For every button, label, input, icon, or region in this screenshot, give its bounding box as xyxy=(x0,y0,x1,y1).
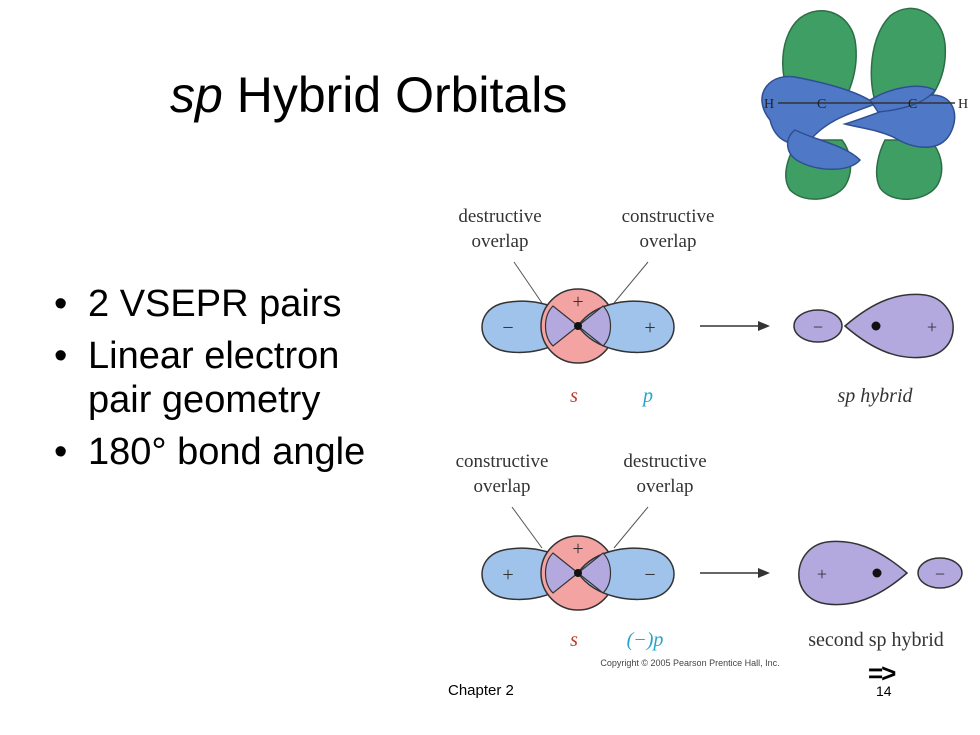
bullet-list: 2 VSEPR pairs Linear electron pair geome… xyxy=(52,282,392,482)
top-p-label: p xyxy=(641,385,653,407)
bottom-result-label: second sp hybrid xyxy=(808,629,944,651)
top-p-left-minus: − xyxy=(502,317,513,339)
bottom-overlap-left xyxy=(544,552,579,594)
bullet-item: 180° bond angle xyxy=(52,430,392,474)
bottom-label-left-line2: overlap xyxy=(474,476,531,497)
footer-next-arrow[interactable]: => xyxy=(868,658,896,688)
bottom-s-label: s xyxy=(570,629,578,651)
top-label-left-line1: destructive xyxy=(458,206,541,227)
green-lobe-bottom-right xyxy=(875,139,943,201)
bottom-arrow-head xyxy=(758,568,770,578)
bottom-label-left-line1: constructive xyxy=(456,451,549,472)
top-s-label: s xyxy=(570,385,578,407)
slide-title: sp Hybrid Orbitals xyxy=(170,66,567,124)
bottom-hybrid-nucleus xyxy=(872,568,882,578)
top-overlap-left xyxy=(544,305,579,347)
top-label-right-line2: overlap xyxy=(640,231,697,252)
bottom-p-label: (−)p xyxy=(627,629,664,651)
top-hybrid-large-lobe xyxy=(843,293,954,359)
top-p-right-plus: + xyxy=(644,317,655,339)
bottom-label-right-line1: destructive xyxy=(623,451,706,472)
top-hybrid-small-minus: − xyxy=(813,317,823,337)
molecule-left-h: H xyxy=(764,97,774,112)
molecule-left-c: C xyxy=(817,97,826,112)
bottom-pointer-left xyxy=(511,506,543,549)
top-label-left-line2: overlap xyxy=(472,231,529,252)
molecule-right-c: C xyxy=(908,97,917,112)
bottom-label-right-line2: overlap xyxy=(637,476,694,497)
bottom-pointer-right xyxy=(613,506,649,549)
acetylene-orbital-image: H C C H xyxy=(761,7,968,201)
bottom-p-left-plus: + xyxy=(502,564,513,586)
blue-lobe-lower-left xyxy=(787,129,862,170)
top-hybrid-plus: + xyxy=(927,317,937,337)
top-pointer-right xyxy=(613,261,649,304)
top-overlap-right xyxy=(577,305,612,347)
blue-lobe-upper-right xyxy=(868,85,937,113)
bottom-hybrid-large-lobe xyxy=(798,540,909,606)
bottom-nucleus xyxy=(574,569,582,577)
bottom-hybrid-plus: + xyxy=(817,564,827,584)
bullet-item: 2 VSEPR pairs xyxy=(52,282,392,326)
bottom-overlap-right xyxy=(577,552,612,594)
top-pointer-left xyxy=(513,261,543,304)
top-hybrid-nucleus xyxy=(871,321,881,331)
title-italic: sp xyxy=(170,67,223,123)
bottom-p-right-minus: − xyxy=(644,564,655,586)
copyright-text: Copyright © 2005 Pearson Prentice Hall, … xyxy=(600,658,779,668)
top-hybrid-small-lobe xyxy=(793,309,843,343)
bullet-item: Linear electron pair geometry xyxy=(52,334,392,422)
footer-chapter: Chapter 2 xyxy=(448,682,514,699)
title-rest: Hybrid Orbitals xyxy=(222,67,568,123)
bottom-hybrid-small-lobe xyxy=(917,557,963,589)
top-nucleus xyxy=(574,322,582,330)
footer-page-number: 14 xyxy=(876,683,892,699)
bottom-s-plus: + xyxy=(572,538,583,560)
bottom-row: constructive overlap destructive overlap… xyxy=(456,451,963,668)
top-label-right-line1: constructive xyxy=(622,206,715,227)
bottom-hybrid-small-minus: − xyxy=(935,564,945,584)
top-row: destructive overlap constructive overlap… xyxy=(458,206,954,407)
molecule-right-h: H xyxy=(958,97,968,112)
top-arrow-head xyxy=(758,321,770,331)
top-s-plus: + xyxy=(572,291,583,313)
top-result-label: sp hybrid xyxy=(838,385,914,407)
